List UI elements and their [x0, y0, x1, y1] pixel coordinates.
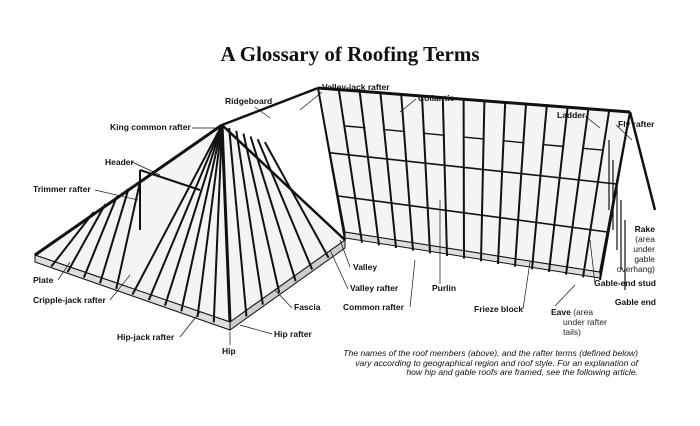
hip-jack-rafter [66, 203, 107, 273]
label-plate: Plate [33, 275, 54, 285]
hip-jack-rafter [99, 188, 130, 284]
label-trimmer-rafter: Trimmer rafter [33, 184, 91, 194]
rafter [256, 138, 314, 270]
fly-rafter [628, 111, 657, 211]
hip-jack-rafter [196, 124, 223, 317]
collar-tie [503, 140, 525, 144]
hip-rafter [220, 124, 232, 323]
label-rake-note: under [633, 244, 655, 254]
leader-line [274, 289, 293, 309]
leader-line [179, 311, 201, 338]
leader-line [254, 106, 271, 119]
leader-line [339, 239, 351, 268]
rafter [242, 133, 281, 294]
hip-jack-rafter [115, 180, 142, 290]
hip-jack-rafter [131, 124, 223, 295]
common-rafter [421, 95, 431, 254]
rafter [228, 127, 248, 317]
fascia-board [229, 239, 346, 331]
label-frieze-block: Frieze block [474, 304, 523, 314]
hip-jack-rafter [212, 124, 223, 323]
label-eave: Eave (area [551, 307, 593, 317]
leader-line [399, 98, 417, 113]
label-common-rafter: Common rafter [343, 302, 405, 312]
label-hip: Hip [222, 346, 236, 356]
leader-line [409, 259, 416, 308]
purlin [338, 195, 608, 233]
label-hip-jack-rafter: Hip-jack rafter [117, 332, 175, 342]
collar-tie [582, 147, 604, 151]
label-valley: Valley [353, 262, 377, 272]
label-eave-note: under rafter [563, 317, 607, 327]
leader-line [589, 239, 596, 285]
leader-line [554, 284, 576, 307]
label-eave-note: tails) [563, 327, 581, 337]
collar-tie [543, 143, 565, 148]
hip-rafter [34, 123, 223, 257]
hip-jack-rafter [180, 124, 223, 312]
purlin [330, 152, 617, 185]
rafter [263, 141, 330, 259]
label-valley-rafter: Valley rafter [350, 283, 399, 293]
ridgeboard [317, 86, 631, 114]
label-gable-end: Gable end [615, 297, 656, 307]
label-rake-note: overhang) [617, 264, 655, 274]
common-rafter [480, 100, 486, 262]
common-rafter [548, 107, 569, 273]
common-rafter [531, 105, 548, 270]
leader-line [522, 261, 531, 310]
rafter [249, 136, 297, 282]
common-rafter [582, 110, 611, 278]
common-rafter [497, 102, 507, 265]
leader-line [615, 124, 633, 141]
leader-line [239, 324, 273, 335]
leader-line [109, 274, 131, 301]
common-rafter [565, 108, 590, 275]
collar-tie [463, 136, 485, 140]
label-ridgeboard: Ridgeboard [225, 96, 272, 106]
hip-jack-rafter [82, 195, 118, 279]
leader-line [299, 91, 323, 111]
leader-line [94, 189, 139, 201]
hip-jack-rafter [147, 124, 223, 301]
common-rafter [441, 97, 448, 257]
common-rafter [358, 91, 380, 246]
label-ladder: Ladder [557, 110, 586, 120]
hip-jack-rafter [164, 124, 223, 306]
label-header: Header [105, 157, 135, 167]
label-fly-rafter: Fly rafter [618, 119, 655, 129]
hip-jack-rafter [50, 211, 95, 268]
label-rake-note: (area [635, 234, 655, 244]
label-gable-end-stud: Gable-end stud [594, 278, 656, 288]
rafter [235, 130, 264, 305]
ridgeboard [221, 86, 319, 127]
collar-tie [423, 132, 445, 136]
label-collar-tie: Collar tie [418, 93, 455, 103]
label-fascia: Fascia [294, 302, 321, 312]
label-hip-rafter: Hip rafter [274, 329, 312, 339]
common-rafter [379, 92, 397, 249]
label-rake: Rake [635, 224, 656, 234]
common-rafter [400, 94, 414, 251]
common-rafter [337, 89, 363, 243]
collar-tie [344, 125, 366, 129]
label-purlin: Purlin [432, 283, 456, 293]
label-king-common-rafter: King common rafter [110, 122, 191, 132]
label-rake-note: gable [634, 254, 655, 264]
leader-line [584, 115, 601, 129]
gable-rafter [599, 111, 631, 273]
leader-line [131, 161, 161, 176]
common-rafter [514, 103, 527, 267]
caption: The names of the roof members (above), a… [343, 348, 638, 377]
label-valley-jack-rafter: Valley-jack rafter [322, 82, 390, 92]
common-rafter [317, 87, 346, 241]
collar-tie [384, 128, 406, 133]
diagram-title: A Glossary of Roofing Terms [220, 42, 480, 66]
label-cripple-jack-rafter: Cripple-jack rafter [33, 295, 106, 305]
leader-line [57, 261, 71, 281]
leader-line [329, 249, 349, 290]
header [139, 169, 201, 191]
valley-rafter [221, 124, 346, 241]
